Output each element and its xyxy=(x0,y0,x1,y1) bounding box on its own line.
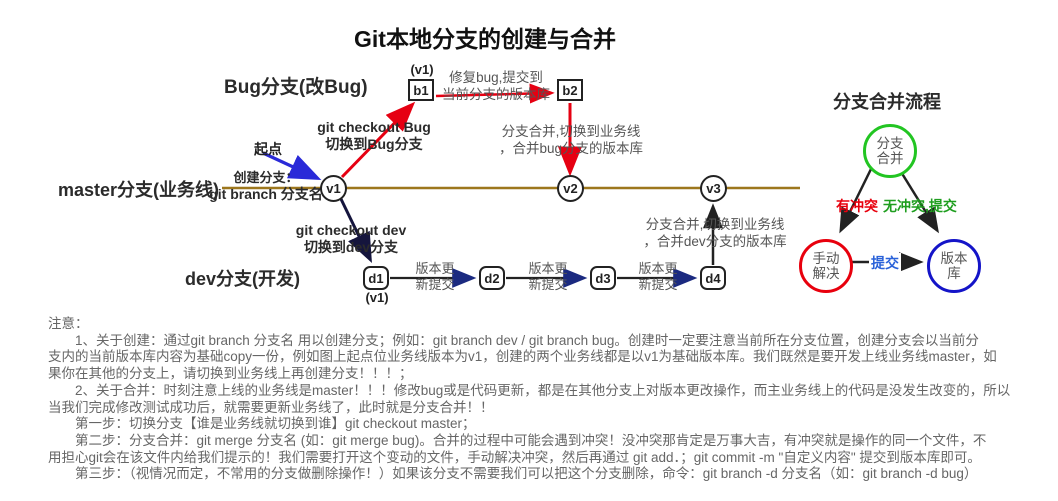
dev-branch-label: dev分支(开发) xyxy=(185,269,301,289)
merge-dev-note: 分支合并,切换到业务线 ，合并dev分支的版本库 xyxy=(635,216,795,250)
create-branch-note: 创建分支： git branch 分支名 xyxy=(203,169,329,203)
flow-node-merge: 分支 合并 xyxy=(863,124,917,178)
node-v3: v3 xyxy=(700,175,727,202)
node-d3: d3 xyxy=(590,266,616,290)
merge-bug-note: 分支合并,切换到业务线 ，合并bug分支的版本库 xyxy=(491,123,651,157)
origin-label: 起点 xyxy=(254,141,282,157)
flow-repo-line1: 版本 xyxy=(940,251,968,266)
checkout-bug-arrow xyxy=(340,101,416,179)
checkout-dev-arrow xyxy=(339,198,372,264)
dev-commit-label-3: 版本更 新提交 xyxy=(633,261,683,292)
flow-merge-line1: 分支 xyxy=(876,136,904,151)
flow-noconflict-edge xyxy=(896,166,939,234)
checkout-dev-line1: git checkout dev xyxy=(295,222,407,238)
commit-label-line2: 新提交 xyxy=(415,276,455,292)
note-line: 当我们完成修改测试成功后，就需要更新业务线了，此时就是分支合并！！ xyxy=(48,399,494,415)
checkout-dev-line2: 切换到dev分支 xyxy=(303,239,399,255)
node-b2: b2 xyxy=(557,79,583,101)
flow-noconflict-label: 无冲突,提交 xyxy=(883,198,957,214)
node-v2: v2 xyxy=(557,175,584,202)
flow-commit-label: 提交 xyxy=(869,253,901,273)
commit-label-line1: 版本更 xyxy=(415,261,455,276)
note-line: 用担心git会在该文件内给我们提示的！我们需要打开这个变动的文件，手动解决冲突，… xyxy=(48,449,981,465)
commit-label-line1: 版本更 xyxy=(528,261,568,276)
b1-version-note: (v1) xyxy=(410,62,434,77)
checkout-bug-line2: 切换到Bug分支 xyxy=(325,136,423,152)
flow-node-repo: 版本 库 xyxy=(927,239,981,293)
create-branch-line2: git branch 分支名 xyxy=(209,186,323,202)
commit-label-line2: 新提交 xyxy=(638,276,678,292)
create-branch-line1: 创建分支： xyxy=(233,170,299,185)
dev-commit-label-2: 版本更 新提交 xyxy=(523,261,573,292)
note-line: 1、关于创建：通过git branch 分支名 用以创建分支；例如：git br… xyxy=(48,332,979,348)
node-v1: v1 xyxy=(320,175,347,202)
notes-block: 注意： 1、关于创建：通过git branch 分支名 用以创建分支；例如：gi… xyxy=(48,316,1053,483)
dev-commit-label-1: 版本更 新提交 xyxy=(410,261,460,292)
note-line: 第二步：分支合并：git merge 分支名 (如：git merge bug)… xyxy=(48,432,987,448)
fix-bug-line1: 修复bug,提交到 xyxy=(449,70,543,85)
node-d1: d1 xyxy=(363,266,389,290)
fix-bug-note: 修复bug,提交到 当前分支的版本库 xyxy=(436,69,556,103)
node-d4: d4 xyxy=(700,266,726,290)
bug-branch-label: Bug分支(改Bug) xyxy=(224,77,368,98)
commit-label-line1: 版本更 xyxy=(638,261,678,276)
checkout-bug-line1: git checkout Bug xyxy=(317,119,431,135)
flow-node-manual: 手动 解决 xyxy=(799,239,853,293)
checkout-bug-note: git checkout Bug 切换到Bug分支 xyxy=(304,119,444,153)
note-line: 果你在其他的分支上，请切换到业务线上再创建分支！！！； xyxy=(48,366,413,382)
flow-title: 分支合并流程 xyxy=(833,92,941,112)
flow-conflict-edge xyxy=(839,166,874,234)
flow-conflict-label: 有冲突 xyxy=(836,198,878,214)
merge-dev-line1: 分支合并,切换到业务线 xyxy=(645,217,785,232)
merge-bug-line1: 分支合并,切换到业务线 xyxy=(501,124,641,139)
node-b1: b1 xyxy=(408,79,434,101)
d1-version-note: (v1) xyxy=(365,290,389,305)
page-title: Git本地分支的创建与合并 xyxy=(354,26,616,52)
origin-arrow xyxy=(262,151,322,181)
flow-manual-line2: 解决 xyxy=(812,266,840,281)
merge-dev-line2: ，合并dev分支的版本库 xyxy=(643,234,787,249)
checkout-dev-note: git checkout dev 切换到dev分支 xyxy=(281,222,421,256)
flow-manual-line1: 手动 xyxy=(812,251,840,266)
master-branch-label: master分支(业务线) xyxy=(58,180,220,200)
note-line: 2、关于合并：时刻注意上线的业务线是master！！！修改bug或是代码更新，都… xyxy=(48,382,1011,398)
fix-bug-line2: 当前分支的版本库 xyxy=(442,87,550,102)
note-line: 支内的当前版本库内容为基础copy一份，例如图上起点位业务线版本为v1，创建的两… xyxy=(48,349,997,365)
bug-commit-arrow xyxy=(435,83,555,104)
note-line: 注意： xyxy=(48,316,89,331)
flow-merge-line2: 合并 xyxy=(876,151,904,166)
note-line: 第三步：（视情况而定，不常用的分支做删除操作！）如果该分支不需要我们可以把这个分… xyxy=(48,466,978,482)
flow-repo-line2: 库 xyxy=(947,266,961,281)
commit-label-line2: 新提交 xyxy=(528,276,568,292)
merge-bug-line2: ，合并bug分支的版本库 xyxy=(498,141,644,156)
node-d2: d2 xyxy=(479,266,505,290)
note-line: 第一步：切换分支【谁是业务线就切换到谁】git checkout master； xyxy=(48,416,476,432)
